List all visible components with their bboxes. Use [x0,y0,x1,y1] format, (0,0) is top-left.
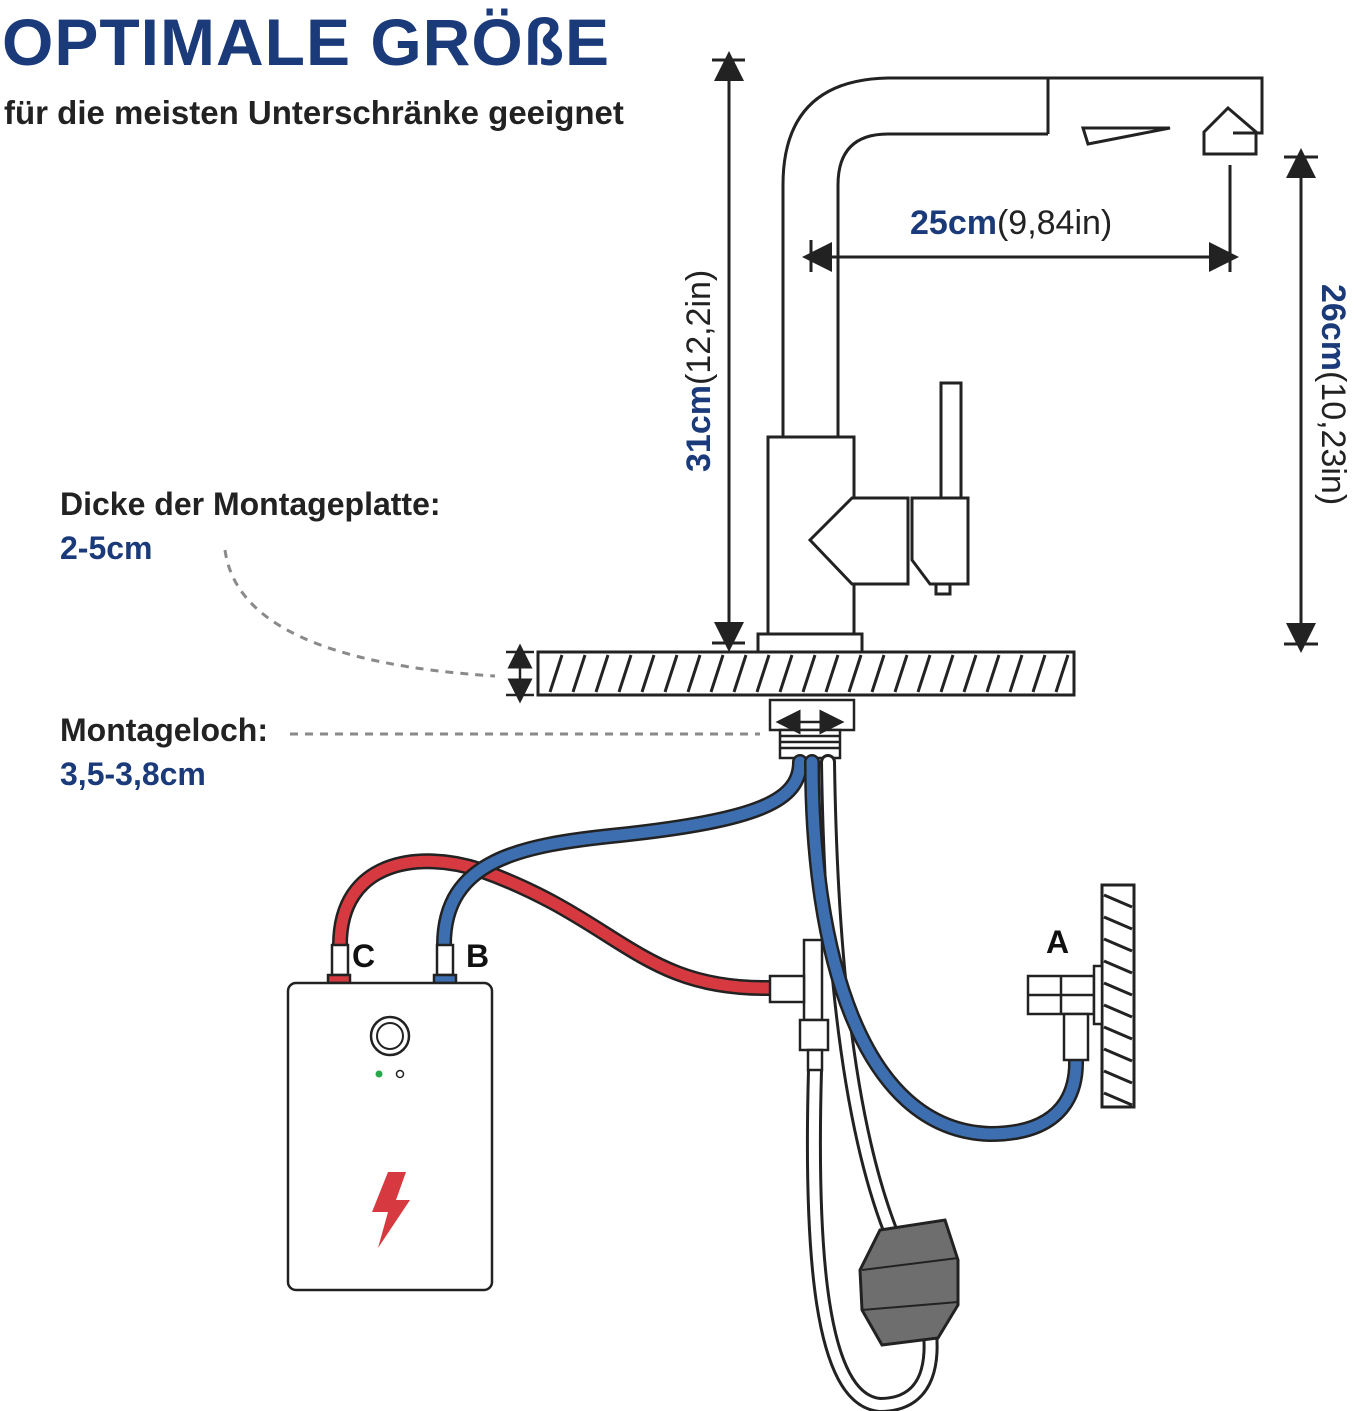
spout-reach-imperial: (9,84in) [996,204,1113,242]
hatch-line [755,654,771,693]
connector-a-label: A [1046,924,1070,960]
hatch-line [824,654,840,693]
leader-lines [223,549,760,736]
dimension-spout-height: 26cm(10,23in) [1313,284,1352,505]
mounting-shank [768,698,856,760]
wall-hatch-line [1103,1025,1133,1041]
faucet-spout [781,76,1264,437]
page-subtitle: für die meisten Unterschränke geeignet [4,94,624,131]
hatch-line [640,654,656,693]
spout-height-imperial: (10,23in) [1314,370,1352,506]
mount-hole-value: 3,5-3,8cm [60,756,206,792]
dimension-total-height: 31cm(12,2in) [680,270,719,472]
connector-b-label: B [466,938,490,974]
wall-hatch-line [1103,915,1133,931]
plate-thickness-label: Dicke der Montageplatte: [60,486,441,522]
hatch-line [985,654,1001,693]
hatch-line [1054,654,1070,693]
hatch-line [801,654,817,693]
dimension-lines [712,51,1318,653]
hatch-line [962,654,978,693]
total-height-value: 31cm [680,385,718,472]
wall-hatch-line [1103,981,1133,997]
hatch-line [571,654,587,693]
hatch-line [1031,654,1047,693]
page-title: OPTIMALE GRÖßE [2,5,610,79]
spout-height-value: 26cm [1314,284,1352,371]
hatch-line [709,654,725,693]
water-heater [286,981,494,1292]
hatch-line [847,654,863,693]
hatch-line [1008,654,1024,693]
wall-hatch-line [1103,1091,1133,1107]
hatch-line [663,654,679,693]
hatch-line [893,654,909,693]
total-height-imperial: (12,2in) [680,269,718,386]
wall-hatch-line [1103,1069,1133,1085]
hoses [332,754,1085,1411]
plate-thickness-value: 2-5cm [60,530,153,566]
wall-hatch-line [1103,1047,1133,1063]
plate-thickness-marker [506,643,534,704]
hatch-line [916,654,932,693]
hatch-line [548,654,564,693]
spout-reach-value: 25cm [910,204,997,242]
fittings [326,938,830,1072]
connector-c-label: C [352,938,376,974]
dimension-spout-reach: 25cm(9,84in) [910,204,1112,243]
wall-hatch-line [1103,893,1133,909]
hose-weight [858,1218,960,1347]
hatch-line [686,654,702,693]
wall-hatch-line [1103,1003,1133,1019]
hatch-line [939,654,955,693]
hatch-line [778,654,794,693]
hatch-line [594,654,610,693]
countertop [536,650,1076,697]
mount-hole-label: Montageloch: [60,712,268,748]
wall-hatch-line [1103,937,1133,953]
hatch-line [617,654,633,693]
hatch-line [870,654,886,693]
hatch-line [732,654,748,693]
faucet-body [756,381,970,654]
wall-angle-valve [1026,883,1136,1109]
wall-hatch-line [1103,959,1133,975]
lightning-icon [372,1172,410,1248]
